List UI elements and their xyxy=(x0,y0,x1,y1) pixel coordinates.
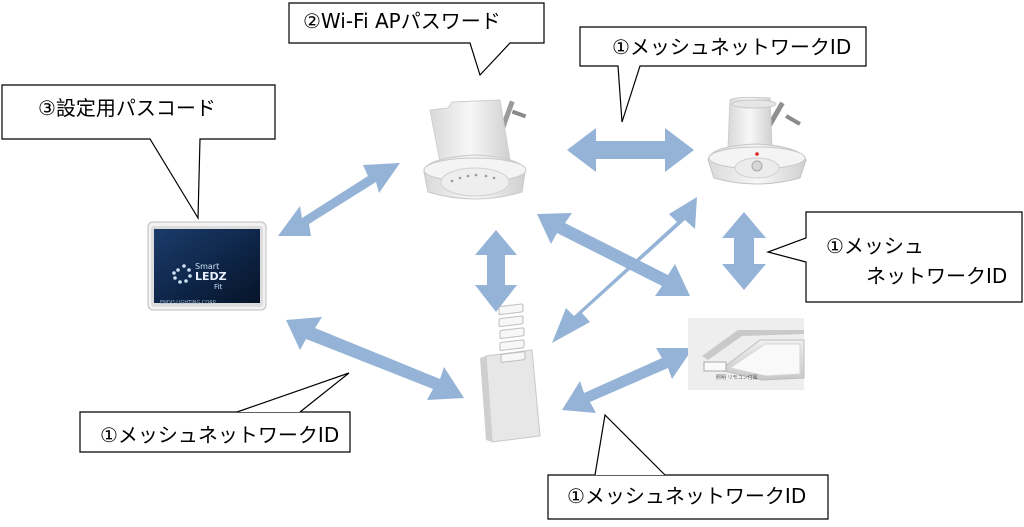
callout-wifi-ap xyxy=(288,2,545,77)
ceiling-sensor-light-icon xyxy=(707,96,807,185)
callout-setup-passcode xyxy=(1,84,276,221)
arrow-tablet-downlight xyxy=(278,163,400,236)
tablet-maker: ENDO LIGHTING CORP xyxy=(160,300,216,306)
tablet-brand-main: LEDZ xyxy=(195,270,227,283)
arrow-downlight-switch-vertical xyxy=(475,230,517,312)
arrow-downlight-fixture-vertical xyxy=(722,212,766,290)
callout-mesh-bottom-text: ①メッシュネットワークID xyxy=(567,484,807,508)
callout-mesh-top xyxy=(579,26,867,123)
callout-mesh-right xyxy=(766,211,1023,303)
callout-mesh-bottom xyxy=(547,413,829,520)
arrow-switch-fixture xyxy=(562,348,693,413)
arrow-tablet-switch xyxy=(286,317,464,400)
callout-mesh-top-text: ①メッシュネットワークID xyxy=(612,35,852,59)
callout-mesh-right-text-line1: ①メッシュ xyxy=(826,234,924,258)
callout-mesh-left xyxy=(79,372,351,453)
arrow-downlight-downlight xyxy=(567,128,694,172)
linear-light-fixture-icon xyxy=(688,318,805,390)
light-fixture-label: 照明 リモコン付属 xyxy=(716,375,758,381)
wall-keypad-switch-icon xyxy=(480,303,541,443)
tablet-logo-ring xyxy=(172,264,192,284)
connection-arrows xyxy=(278,128,766,413)
arrow-cross-1 xyxy=(537,213,690,296)
arrow-cross-2 xyxy=(552,197,697,343)
callout-wifi-ap-text: ②Wi-Fi APパスワード xyxy=(303,9,501,33)
tablet-brand-small: Smart xyxy=(195,262,220,271)
tablet-brand-sub: Fit xyxy=(214,283,223,291)
callout-mesh-left-text: ①メッシュネットワークID xyxy=(100,423,340,447)
ceiling-downlight-icon xyxy=(423,99,527,200)
callout-mesh-right-text-line2: ネットワークID xyxy=(866,264,1008,288)
callout-setup-passcode-text: ③設定用パスコード xyxy=(38,96,216,120)
tablet-controller-icon xyxy=(147,221,267,311)
